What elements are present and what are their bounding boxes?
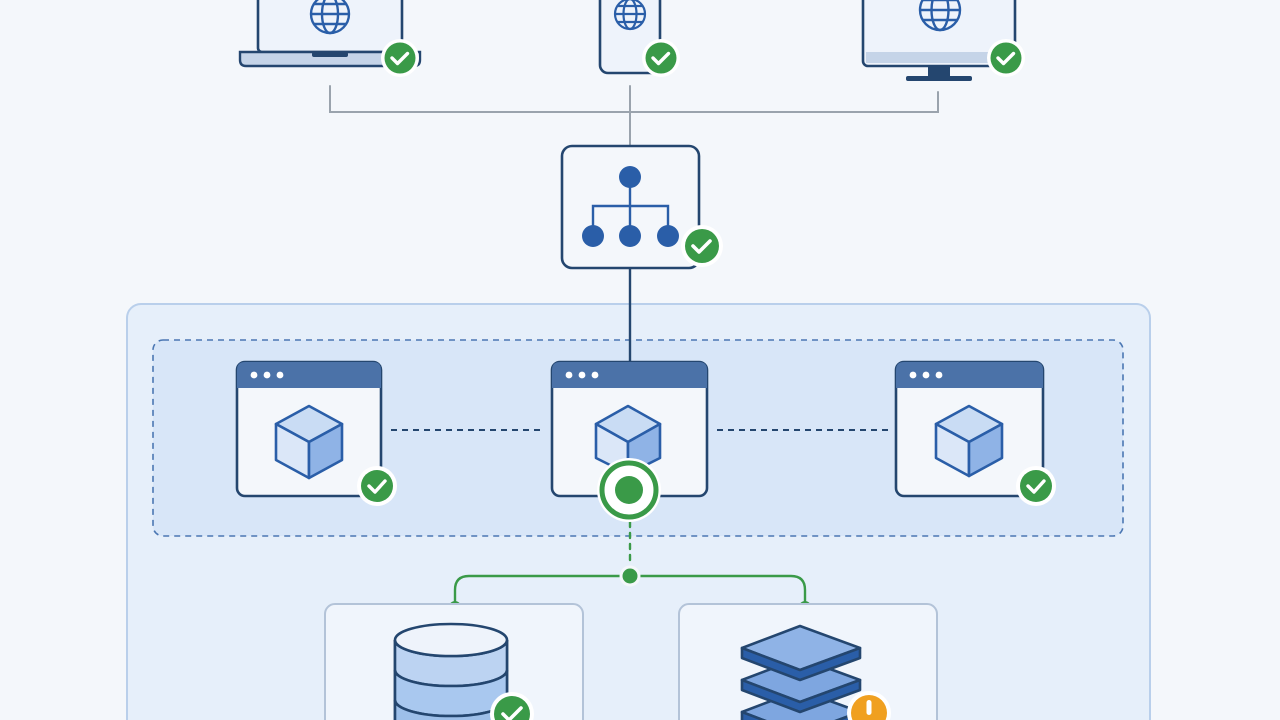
monitor-neck <box>928 66 950 76</box>
client-connectors <box>329 85 939 147</box>
status-badge-ok <box>1016 466 1056 506</box>
monitor-bezel <box>866 52 1012 63</box>
status-badge-ok <box>987 39 1025 77</box>
service-instance-left[interactable] <box>235 360 383 498</box>
status-badge-warning <box>847 691 891 720</box>
laptop-screen <box>256 0 404 54</box>
data-store-storage[interactable] <box>678 603 938 720</box>
status-badge-ok <box>381 39 419 77</box>
service-instance-center[interactable] <box>550 360 709 498</box>
cube-icon <box>274 404 344 480</box>
hierarchy-icon <box>582 166 679 247</box>
globe-icon <box>918 0 962 32</box>
client-laptop[interactable] <box>238 0 422 68</box>
status-badge-ok <box>357 466 397 506</box>
data-store-database[interactable] <box>324 603 584 720</box>
window-title-bar <box>896 362 1043 388</box>
window-title-bar <box>237 362 381 388</box>
database-cylinder-icon <box>393 622 509 720</box>
globe-icon <box>309 0 351 35</box>
status-badge-ok <box>490 692 534 720</box>
client-bus-line <box>329 85 939 113</box>
laptop-notch <box>312 52 348 57</box>
active-status-indicator <box>597 458 661 522</box>
window-dots <box>565 371 599 379</box>
connector-hub-dot <box>619 565 641 587</box>
status-badge-ok <box>642 39 680 77</box>
window-dots <box>250 371 284 379</box>
monitor-stand <box>906 76 972 81</box>
load-balancer-node[interactable] <box>560 144 701 270</box>
client-desktop[interactable] <box>861 0 1017 81</box>
window-dots <box>909 371 943 379</box>
window-title-bar <box>552 362 707 388</box>
service-instance-right[interactable] <box>894 360 1045 498</box>
cube-icon <box>594 404 662 476</box>
status-badge-ok <box>681 225 723 267</box>
globe-icon <box>613 0 647 31</box>
cube-icon <box>934 404 1004 478</box>
